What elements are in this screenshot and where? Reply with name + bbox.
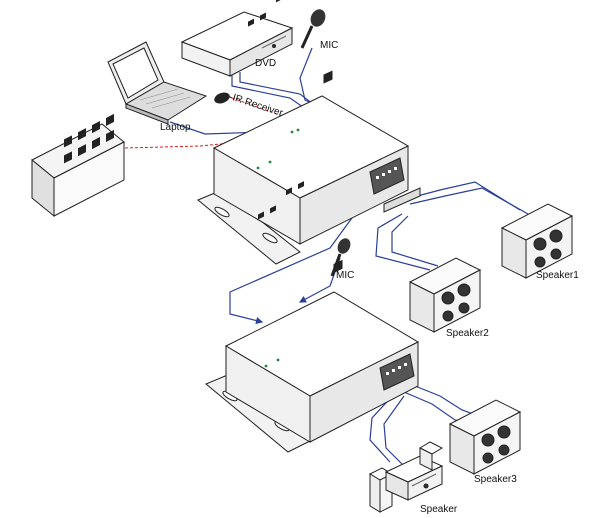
label-mic-top: MIC bbox=[320, 40, 338, 51]
cable-speaker-system-b bbox=[383, 395, 405, 467]
label-laptop: Laptop bbox=[160, 122, 191, 133]
amplifier-icon bbox=[197, 0, 421, 265]
speaker-icon bbox=[448, 399, 522, 475]
label-speaker3: Speaker3 bbox=[474, 474, 517, 485]
cables bbox=[169, 47, 529, 467]
cable-speaker-system-a bbox=[369, 391, 397, 463]
amplifier-icon bbox=[205, 181, 420, 453]
cable-unit-link bbox=[229, 195, 369, 325]
label-ir-receiver: IR Receiver bbox=[231, 92, 285, 119]
cable-dvd bbox=[231, 72, 311, 113]
wall-control-panel-icon bbox=[31, 113, 125, 218]
speaker-icon bbox=[408, 257, 482, 333]
label-dvd: DVD bbox=[255, 58, 276, 69]
stereo-system-icon bbox=[368, 441, 444, 513]
cable-speaker1-b bbox=[409, 187, 529, 215]
label-speaker2: Speaker2 bbox=[446, 328, 489, 339]
label-speaker1: Speaker1 bbox=[536, 270, 579, 281]
ir-receiver-icon bbox=[214, 92, 233, 104]
cable-speaker2-b bbox=[391, 215, 439, 267]
microphone-icon bbox=[300, 9, 326, 49]
label-mic-bottom: MIC bbox=[336, 270, 354, 281]
cable-dvd-2 bbox=[239, 72, 319, 109]
label-speaker-system: Speaker bbox=[420, 504, 458, 515]
laptop-icon bbox=[107, 41, 208, 125]
cable-speaker2-a bbox=[375, 213, 431, 271]
cable-speaker1-a bbox=[409, 181, 521, 211]
dvd-player-icon bbox=[180, 11, 294, 77]
speaker-icon bbox=[500, 203, 574, 279]
